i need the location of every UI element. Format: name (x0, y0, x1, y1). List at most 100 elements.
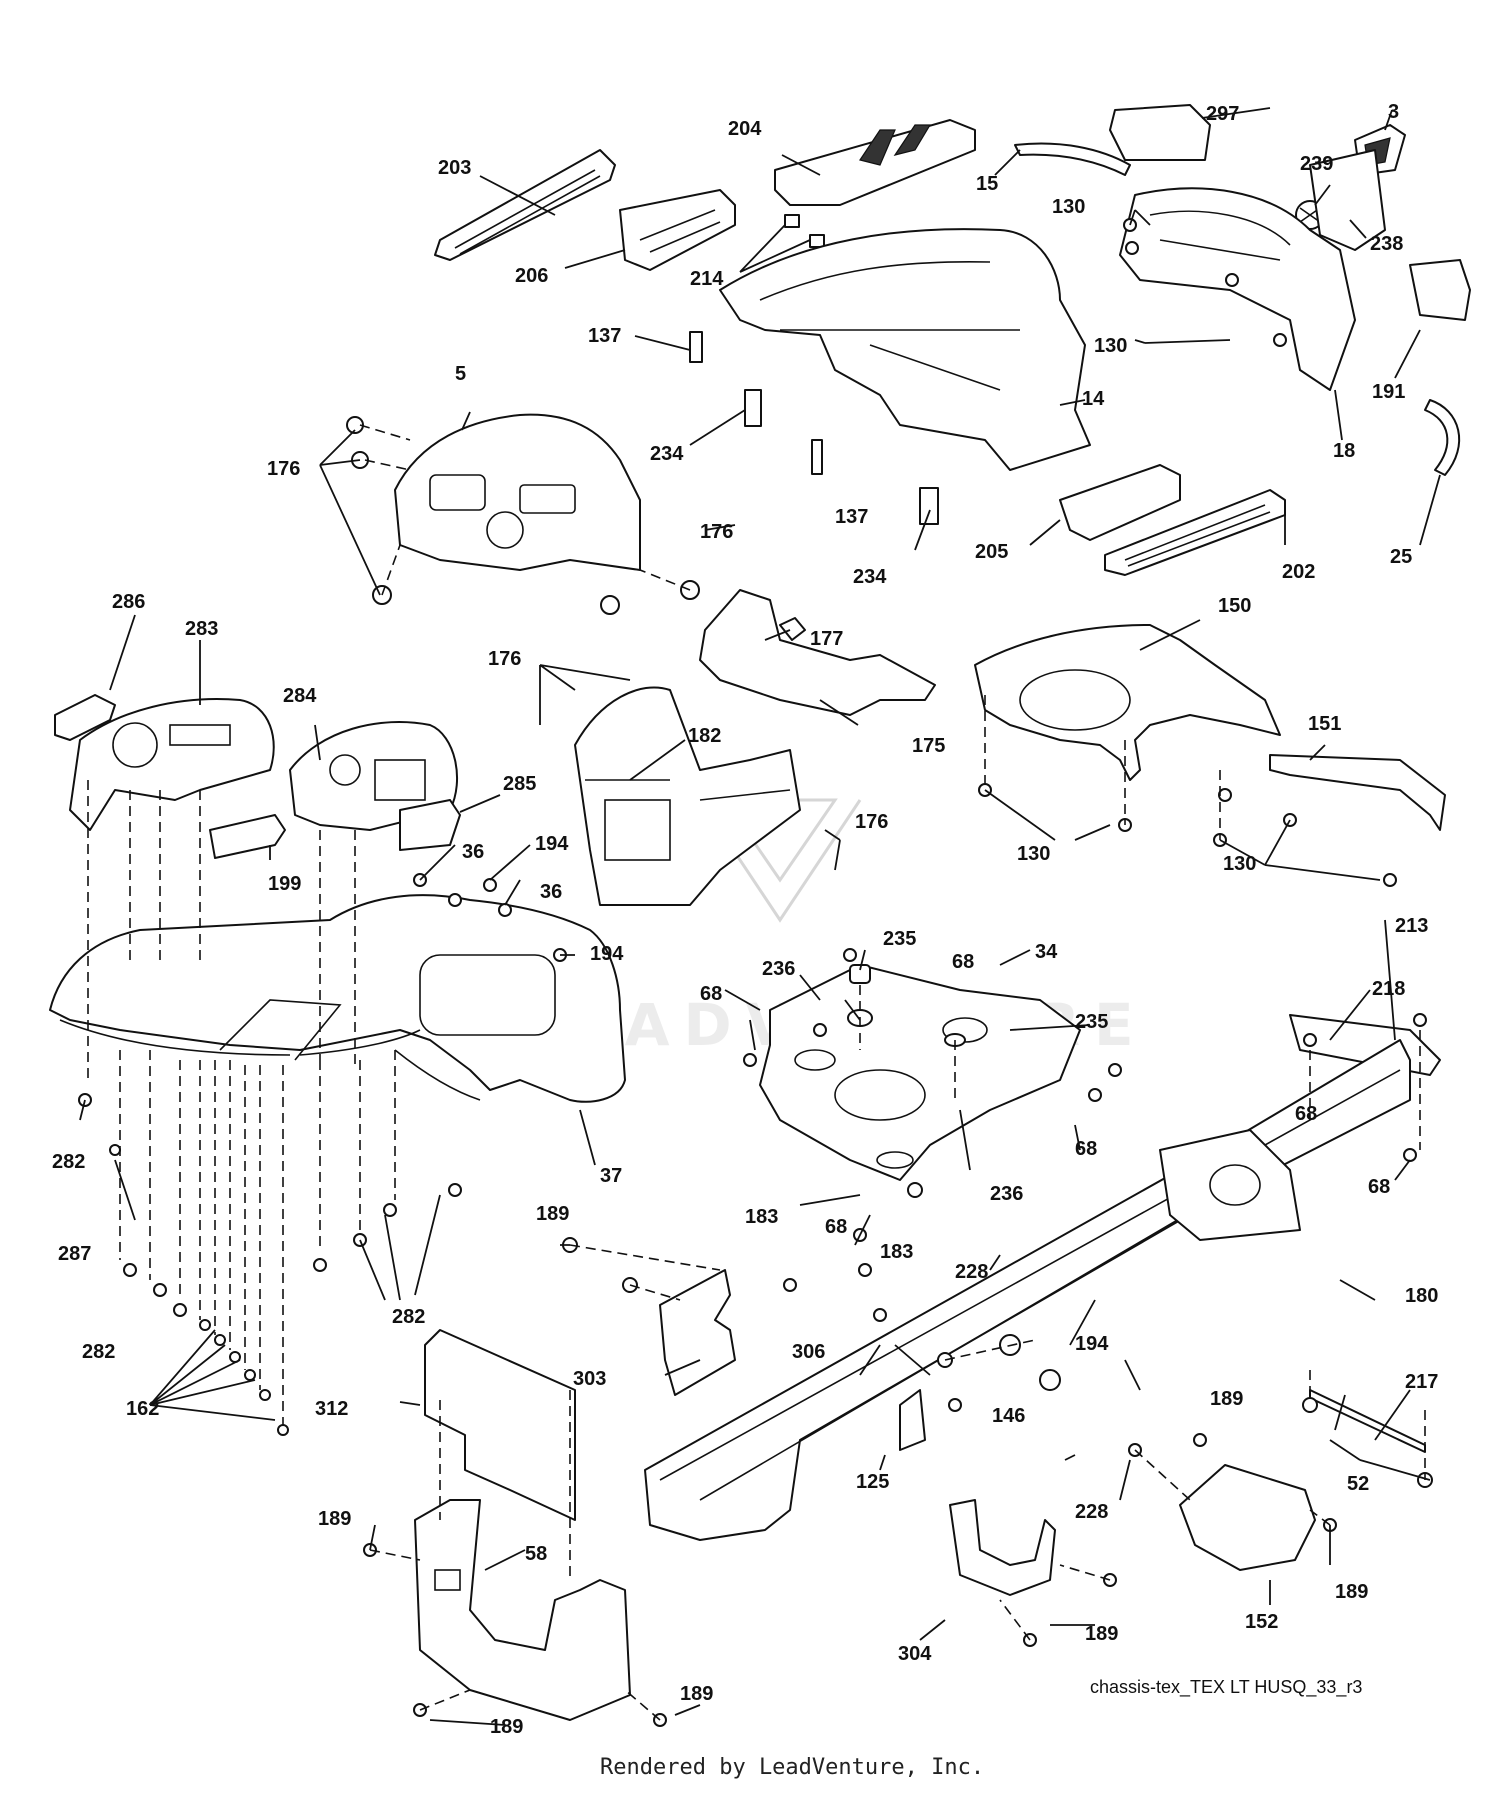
callout-285: 285 (503, 773, 536, 795)
callout-189-plate: 189 (1085, 1623, 1118, 1645)
callout-130-top: 130 (1052, 196, 1085, 218)
part-177-clip (779, 617, 806, 641)
callout-68-bracket: 68 (1295, 1103, 1317, 1125)
callout-297: 297 (1206, 103, 1239, 125)
callout-235-right: 235 (1075, 1011, 1108, 1033)
part-303-plate (659, 1269, 736, 1396)
part-137-insert-lower (811, 439, 823, 475)
callout-282-left: 282 (52, 1151, 85, 1173)
part-304-plate (949, 1499, 1056, 1596)
part-206-duct (619, 189, 736, 271)
callout-146: 146 (992, 1405, 1025, 1427)
callout-130-right: 130 (1094, 335, 1127, 357)
callout-287: 287 (58, 1243, 91, 1265)
callout-125: 125 (856, 1471, 889, 1493)
callout-176-lower-right: 176 (855, 811, 888, 833)
callout-176-lower-dash: 176 (488, 648, 521, 670)
callout-213: 213 (1395, 915, 1428, 937)
part-286-lever-cover (54, 694, 116, 741)
callout-130-bracket: 130 (1223, 853, 1256, 875)
callout-312: 312 (315, 1398, 348, 1420)
assembly-lines (87, 424, 1426, 1721)
callout-189-bottom-right: 189 (680, 1683, 713, 1705)
callout-137-lower: 137 (835, 506, 868, 528)
part-205-duct (1059, 464, 1181, 541)
callout-194-top: 194 (535, 833, 569, 855)
callout-68-left: 68 (700, 983, 722, 1005)
callout-284: 284 (283, 685, 317, 707)
part-137-insert-upper (689, 331, 703, 363)
callout-238: 238 (1370, 233, 1403, 255)
callout-137-upper: 137 (588, 325, 621, 347)
callout-68-plate: 68 (825, 1216, 847, 1238)
callout-176-dash-left: 176 (267, 458, 300, 480)
callout-283: 283 (185, 618, 218, 640)
callout-191: 191 (1372, 381, 1405, 403)
part-37-fender (49, 894, 626, 1103)
callout-36-left: 36 (462, 841, 484, 863)
part-285-pad (399, 799, 461, 851)
part-175-bracket (699, 589, 936, 716)
callout-151: 151 (1308, 713, 1341, 735)
callout-3: 3 (1388, 101, 1399, 123)
part-34-pedal-plate (759, 964, 1081, 1181)
callout-236-top: 236 (762, 958, 795, 980)
part-25-strip (1424, 399, 1461, 476)
callout-36-right: 36 (540, 881, 562, 903)
callout-306: 306 (792, 1341, 825, 1363)
callout-234-lower: 234 (853, 566, 887, 588)
callout-205: 205 (975, 541, 1008, 563)
callout-204: 204 (728, 118, 762, 140)
callout-199: 199 (268, 873, 301, 895)
callout-18: 18 (1333, 440, 1355, 462)
part-180-frame (644, 1039, 1411, 1541)
callout-202: 202 (1282, 561, 1315, 583)
callout-150: 150 (1218, 595, 1251, 617)
callout-217: 217 (1405, 1371, 1438, 1393)
callout-labels: 203 204 297 3 15 239 130 238 206 214 137… (52, 101, 1438, 1738)
callout-182: 182 (688, 725, 721, 747)
callout-235-top: 235 (883, 928, 916, 950)
callout-176-dash-right: 176 (700, 521, 733, 543)
callout-5: 5 (455, 363, 466, 385)
leader-lines (79, 107, 1441, 1726)
callout-303: 303 (573, 1368, 606, 1390)
callout-189-guard: 189 (1335, 1581, 1368, 1603)
part-18-front-bumper (1119, 187, 1356, 391)
callout-177: 177 (810, 628, 843, 650)
callout-183-right: 183 (880, 1241, 913, 1263)
callout-37: 37 (600, 1165, 622, 1187)
callout-175: 175 (912, 735, 945, 757)
part-283-left-fender-cover (69, 698, 275, 831)
callout-206: 206 (515, 265, 548, 287)
part-234-pad-lower (919, 487, 939, 525)
callout-194-fender: 194 (590, 943, 624, 965)
part-238-bracket (1309, 149, 1386, 251)
callout-304: 304 (898, 1643, 932, 1665)
callout-25: 25 (1390, 546, 1412, 568)
callout-14: 14 (1082, 388, 1105, 410)
part-191-cap (1409, 259, 1471, 321)
callout-68-top: 68 (952, 951, 974, 973)
callout-152: 152 (1245, 1611, 1278, 1633)
callout-218: 218 (1372, 978, 1405, 1000)
part-234-pad-upper (744, 389, 762, 427)
part-214-clips (784, 214, 825, 248)
callout-228-top: 228 (955, 1261, 988, 1283)
part-151-bracket (1269, 754, 1446, 831)
callout-162: 162 (126, 1398, 159, 1420)
part-58-bracket (414, 1499, 631, 1721)
callout-58: 58 (525, 1543, 547, 1565)
part-182-lower-dash (574, 686, 801, 906)
callout-52: 52 (1347, 1473, 1369, 1495)
footer-credit: Rendered by LeadVenture, Inc. (600, 1755, 985, 1780)
callout-183-left: 183 (745, 1206, 778, 1228)
drawing-id: chassis-tex_TEX LT HUSQ_33_r3 (1090, 1677, 1363, 1697)
callout-236-bottom: 236 (990, 1183, 1023, 1205)
callout-239: 239 (1300, 153, 1333, 175)
callout-282-center: 282 (82, 1341, 115, 1363)
part-203-side-grille (434, 149, 616, 261)
callout-68-right: 68 (1075, 1138, 1097, 1160)
